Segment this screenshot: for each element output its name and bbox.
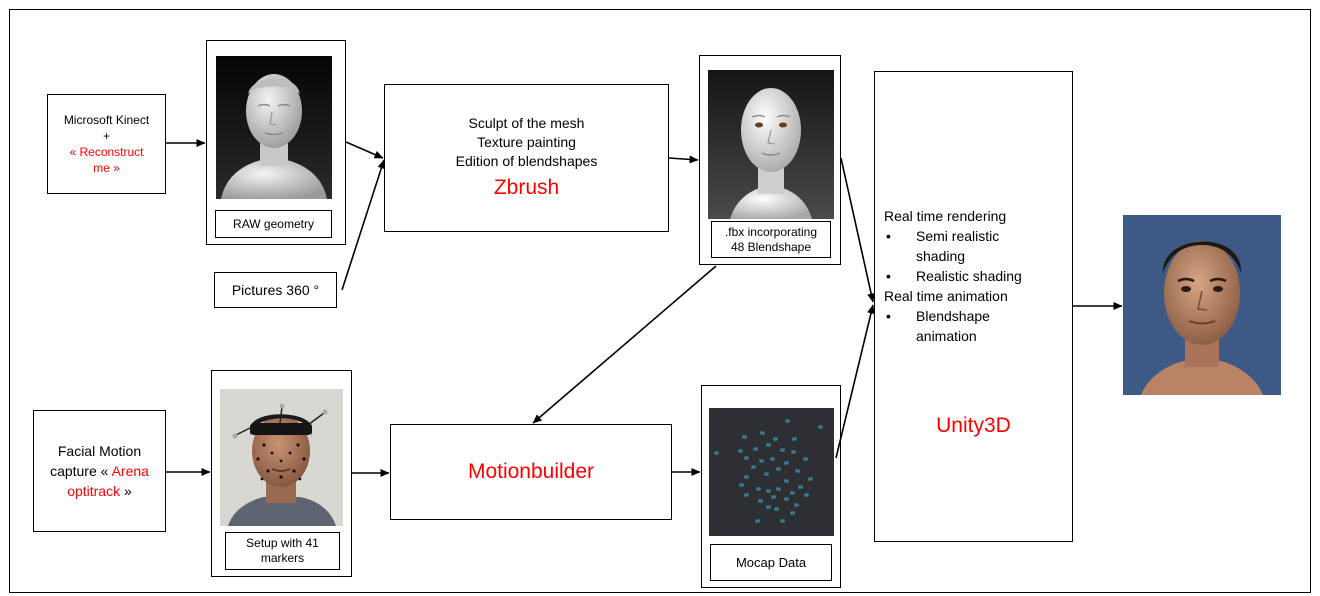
arrow-mocap-to-unity — [835, 304, 875, 459]
kinect-line3: « Reconstruct — [69, 145, 144, 159]
pictures-box: Pictures 360 ° — [214, 272, 337, 308]
unity-bullet-blendshape: • Blendshape animation — [884, 306, 1069, 346]
unity-bullet-blendshape-text1: Blendshape — [916, 308, 990, 324]
mocap-caption-box: Mocap Data — [710, 544, 832, 581]
raw-scan-image — [216, 56, 332, 199]
raw-geometry-caption: RAW geometry — [233, 217, 314, 231]
unity-feature-list: Real time rendering • Semi realistic sha… — [884, 206, 1069, 346]
facial-line2: capture « Arena — [50, 461, 149, 481]
facial-box: Facial Motion capture « Arena optitrack … — [33, 410, 166, 532]
zbrush-line2: Texture painting — [477, 133, 576, 150]
pictures-label: Pictures 360 ° — [231, 281, 320, 298]
fbx-caption-box: .fbx incorporating 48 Blendshape — [711, 221, 831, 258]
unity-rt-rendering: Real time rendering — [884, 208, 1007, 224]
facial-line2-prefix: capture « — [50, 463, 112, 479]
raw-geometry-caption-box: RAW geometry — [215, 210, 332, 238]
unity-bullet-semi-text1: Semi realistic — [916, 228, 1000, 244]
mocap-caption: Mocap Data — [735, 555, 807, 570]
setup-caption-line2: markers — [260, 551, 305, 565]
unity-bullet-semi: • Semi realistic shading — [884, 226, 1069, 266]
kinect-box: Microsoft Kinect + « Reconstruct me » — [47, 94, 166, 194]
bullet-icon: • — [886, 228, 891, 244]
arrow-zbrush-to-fbx — [668, 155, 699, 164]
fbx-head-image — [708, 70, 834, 219]
kinect-line4: me » — [93, 161, 120, 175]
unity-bullet-semi-text2: shading — [916, 248, 966, 264]
bullet-icon: • — [886, 268, 891, 284]
arrow-raw-to-zbrush — [345, 141, 384, 159]
final-avatar-image — [1123, 215, 1281, 395]
kinect-line1: Microsoft Kinect — [63, 113, 150, 127]
unity-box: Real time rendering • Semi realistic sha… — [874, 71, 1073, 542]
unity-bullet-blendshape-text2: animation — [916, 328, 977, 344]
zbrush-title: Zbrush — [493, 175, 560, 199]
setup-caption-line1: Setup with 41 — [246, 536, 319, 550]
diagram-frame — [9, 9, 1311, 593]
setup-photo-image — [220, 389, 343, 526]
arrow-fbx-to-unity — [840, 157, 876, 303]
unity-bullet-realistic: • Realistic shading — [884, 266, 1069, 286]
unity-rt-animation: Real time animation — [884, 288, 1008, 304]
unity-bullet-realistic-text: Realistic shading — [916, 268, 1022, 284]
zbrush-line3: Edition of blendshapes — [455, 152, 598, 169]
facial-line3-suffix: » — [120, 483, 132, 499]
facial-line2-red: Arena — [111, 463, 149, 479]
setup-caption-box: Setup with 41 markers — [225, 532, 340, 570]
arrow-pictures-to-zbrush — [341, 159, 386, 291]
arrow-fbx-to-motionbuilder — [532, 265, 717, 424]
unity-title: Unity3D — [936, 414, 1011, 437]
kinect-line2: + — [102, 129, 110, 143]
bullet-icon: • — [886, 308, 891, 324]
zbrush-box: Sculpt of the mesh Texture painting Edit… — [384, 84, 669, 232]
zbrush-line1: Sculpt of the mesh — [468, 114, 585, 131]
motionbuilder-box: Motionbuilder — [390, 424, 672, 520]
motionbuilder-title: Motionbuilder — [467, 460, 595, 483]
fbx-caption-line1: .fbx incorporating — [724, 224, 818, 239]
fbx-caption-line2: 48 Blendshape — [730, 239, 812, 254]
mocap-points-image — [709, 408, 834, 536]
facial-line3: optitrack » — [67, 481, 132, 501]
facial-line1: Facial Motion — [57, 443, 142, 459]
facial-line3-red: optitrack — [67, 483, 121, 499]
